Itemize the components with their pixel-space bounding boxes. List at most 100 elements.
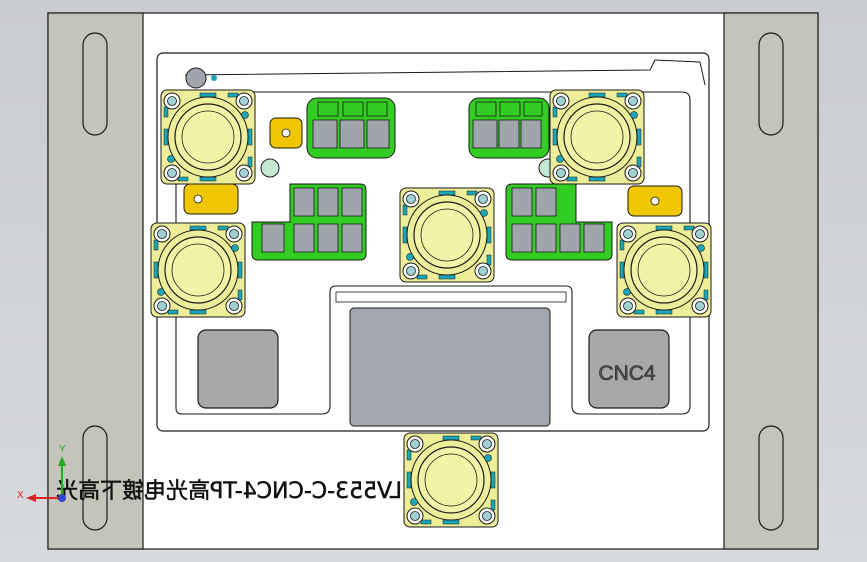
dowel-hole-icon bbox=[260, 158, 280, 178]
axis-y-arrow-icon bbox=[58, 456, 66, 466]
bolt-head-icon bbox=[623, 229, 633, 239]
clamp-port-icon bbox=[466, 190, 478, 196]
clamp-inner-ring bbox=[570, 110, 624, 164]
rail-slot-top-left bbox=[82, 32, 108, 136]
bolt-head-icon bbox=[478, 194, 488, 204]
pocket-mid-left bbox=[251, 183, 367, 261]
clamp-inner-ring bbox=[424, 453, 478, 507]
clamp-port-icon bbox=[566, 176, 578, 182]
clamp-group bbox=[150, 89, 712, 528]
bolt-head-icon bbox=[478, 266, 488, 276]
axis-triad[interactable]: X Y bbox=[17, 444, 66, 502]
clamp-port-icon bbox=[416, 274, 428, 280]
clamp-port-icon bbox=[237, 261, 243, 279]
clamp-piston-ring bbox=[630, 236, 698, 304]
clamp-port-icon bbox=[406, 449, 412, 461]
clamp-port-icon bbox=[199, 176, 217, 182]
clamp-outer-ring bbox=[406, 194, 488, 276]
inner-cavity-outline bbox=[175, 91, 691, 415]
fitting-icon bbox=[231, 244, 239, 252]
clamp-mid-right bbox=[616, 222, 712, 318]
locator-pin-icon bbox=[650, 196, 660, 206]
clamp-port-icon bbox=[438, 274, 456, 280]
clamp-port-icon bbox=[442, 519, 460, 525]
bolt-head-icon bbox=[695, 229, 705, 239]
clamp-port-icon bbox=[420, 519, 432, 525]
clamp-port-icon bbox=[189, 309, 207, 315]
locator-pad-left bbox=[183, 183, 239, 215]
clamp-top-right bbox=[549, 89, 645, 185]
clamp-outer-ring bbox=[623, 229, 705, 311]
clamp-port-icon bbox=[486, 226, 492, 244]
clamp-port-icon bbox=[490, 499, 496, 511]
clamp-port-icon bbox=[402, 226, 408, 244]
cnc4-support-block bbox=[588, 329, 670, 409]
clamp-piston-ring bbox=[417, 446, 485, 514]
clamp-port-icon bbox=[406, 471, 412, 489]
dowel-hole-icon bbox=[211, 75, 217, 81]
clamp-port-icon bbox=[163, 106, 169, 118]
locator-pin-icon bbox=[281, 128, 291, 138]
fitting-icon bbox=[480, 209, 488, 217]
fitting-icon bbox=[167, 155, 175, 163]
pocket-top-left bbox=[306, 97, 396, 159]
bolt-head-icon bbox=[239, 96, 249, 106]
clamp-inner-ring bbox=[637, 243, 691, 297]
clamp-port-icon bbox=[633, 309, 645, 315]
clamp-piston-ring bbox=[174, 103, 242, 171]
fitting-icon bbox=[623, 288, 631, 296]
fitting-icon bbox=[157, 288, 165, 296]
center-window bbox=[349, 307, 551, 427]
bolt-head-icon bbox=[556, 96, 566, 106]
fitting-icon bbox=[630, 111, 638, 119]
locator-pin-icon bbox=[193, 194, 203, 204]
bolt-head-icon bbox=[157, 301, 167, 311]
clamp-inner-ring bbox=[171, 243, 225, 297]
bolt-head-icon bbox=[229, 229, 239, 239]
clamp-port-icon bbox=[247, 156, 253, 168]
bolt-head-icon bbox=[229, 301, 239, 311]
clamp-port-icon bbox=[683, 225, 695, 231]
clamp-port-icon bbox=[438, 190, 456, 196]
clamp-port-icon bbox=[552, 128, 558, 146]
axis-x-label: X bbox=[17, 490, 24, 501]
bolt-head-icon bbox=[406, 266, 416, 276]
bolt-head-icon bbox=[239, 168, 249, 178]
clamp-port-icon bbox=[619, 261, 625, 279]
workpiece-top-step bbox=[184, 59, 706, 86]
clamp-port-icon bbox=[703, 289, 709, 301]
clamp-port-icon bbox=[177, 176, 189, 182]
bolt-head-icon bbox=[167, 168, 177, 178]
left-support-block bbox=[197, 329, 279, 409]
bolt-head-icon bbox=[406, 194, 416, 204]
bolt-head-icon bbox=[157, 229, 167, 239]
clamp-inner-ring bbox=[420, 208, 474, 262]
pocket-mid-right bbox=[505, 183, 613, 261]
dowel-hole-icon bbox=[185, 67, 207, 89]
clamp-port-icon bbox=[655, 225, 673, 231]
clamp-port-icon bbox=[655, 309, 673, 315]
clamp-port-icon bbox=[490, 471, 496, 489]
clamp-port-icon bbox=[616, 92, 628, 98]
bolt-head-icon bbox=[628, 168, 638, 178]
clamp-port-icon bbox=[217, 225, 229, 231]
bolt-head-icon bbox=[556, 168, 566, 178]
axis-x-arrow-icon bbox=[26, 494, 36, 502]
right-side-rail bbox=[723, 12, 819, 550]
bolt-head-icon bbox=[623, 301, 633, 311]
clamp-port-icon bbox=[189, 225, 207, 231]
fitting-icon bbox=[484, 454, 492, 462]
clamp-port-icon bbox=[402, 204, 408, 216]
bolt-head-icon bbox=[695, 301, 705, 311]
clamp-port-icon bbox=[636, 128, 642, 146]
clamp-piston-ring bbox=[563, 103, 631, 171]
clamp-center bbox=[399, 187, 495, 283]
fitting-icon bbox=[241, 111, 249, 119]
clamp-port-icon bbox=[153, 239, 159, 251]
clamp-port-icon bbox=[636, 156, 642, 168]
rail-slot-bottom-left bbox=[82, 425, 108, 531]
engraving-text: LV553-C-CNC4-TP高光电镀下高光 bbox=[56, 479, 402, 504]
bolt-head-icon bbox=[628, 96, 638, 106]
clamp-outer-ring bbox=[157, 229, 239, 311]
